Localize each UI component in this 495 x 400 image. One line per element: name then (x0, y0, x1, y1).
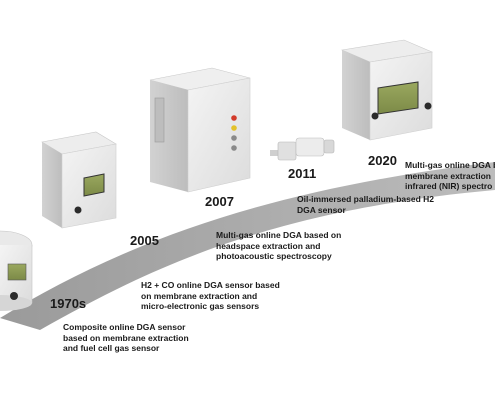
knob-icon (424, 102, 432, 110)
knob-icon (74, 206, 82, 214)
device-2011 (270, 137, 335, 161)
description-line: H2 + CO online DGA sensor based (141, 280, 280, 290)
handle-icon (154, 97, 165, 143)
screen-icon (7, 263, 27, 281)
device-2020 (340, 39, 434, 141)
description-line: infrared (NIR) spectro (405, 181, 493, 191)
knob-icon (371, 112, 379, 120)
description-line: and fuel cell gas sensor (63, 343, 160, 353)
description-line: micro-electronic gas sensors (141, 301, 260, 311)
year-label-2020: 2020 (368, 153, 397, 168)
year-label-2005: 2005 (130, 233, 159, 248)
milestone-description-2005: H2 + CO online DGA sensor based on membr… (141, 280, 280, 312)
milestone-description-1970s: Composite online DGA sensor based on mem… (63, 322, 189, 354)
device-2005 (41, 131, 117, 229)
milestone-description-2020: Multi-gas online DGA b membrane extracti… (405, 160, 495, 192)
description-line: Multi-gas online DGA b (405, 160, 495, 170)
led-gray-icon (231, 145, 237, 151)
year-label-1970s: 1970s (50, 296, 87, 311)
description-line: on membrane extraction and (141, 290, 258, 301)
device-1970s (0, 230, 33, 311)
description-line: Composite online DGA sensor (63, 322, 186, 332)
milestone-description-2011: Oil-immersed palladium-based H2 DGA sens… (297, 194, 434, 215)
led-red-icon (231, 115, 237, 121)
description-line: photoacoustic spectroscopy (216, 251, 332, 261)
device-2007 (149, 67, 251, 193)
description-line: Multi-gas online DGA based on (216, 230, 342, 240)
year-label-2011: 2011 (288, 166, 317, 181)
description-line: headspace extraction and (216, 240, 321, 251)
led-yellow-icon (231, 125, 237, 131)
knob-icon (10, 292, 18, 300)
description-line: Oil-immersed palladium-based H2 (297, 194, 434, 204)
screen-icon (377, 81, 419, 115)
description-line: based on membrane extraction (63, 332, 189, 343)
timeline-arc (0, 162, 495, 330)
year-label-2007: 2007 (205, 194, 234, 209)
description-line: membrane extraction (405, 170, 491, 181)
led-gray-icon (231, 135, 237, 141)
screen-icon (83, 173, 105, 197)
description-line: DGA sensor (297, 204, 346, 215)
milestone-description-2007: Multi-gas online DGA based on headspace … (216, 230, 341, 262)
